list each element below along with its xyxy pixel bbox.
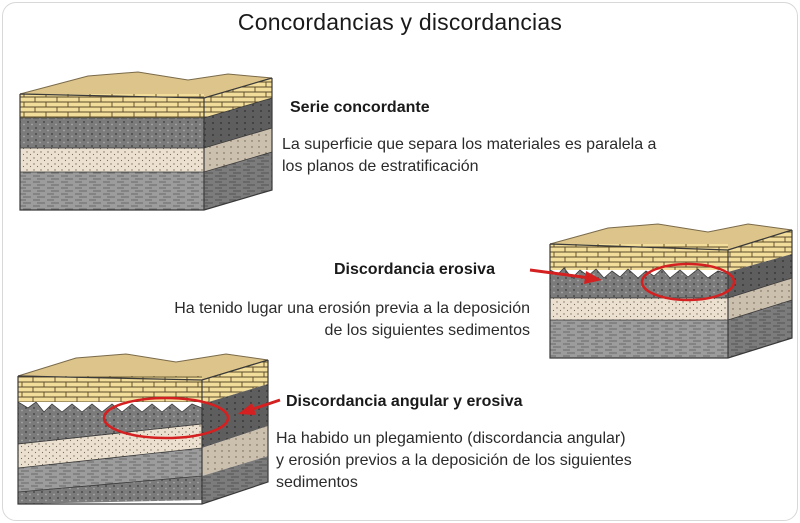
- description-concordant-series: La superficie que separa los materiales …: [282, 134, 656, 178]
- description-angular-erosive-unconformity: Ha habido un plegamiento (discordancia a…: [276, 428, 632, 494]
- description-line: y erosión previos a la deposición de los…: [276, 452, 632, 469]
- angular-erosion-highlight-ellipse: [102, 396, 230, 440]
- angular-erosive-unconformity-block: [17, 353, 269, 505]
- arrow-angular-erosive-unconformity: [238, 398, 281, 415]
- heading-angular-erosive-unconformity: Discordancia angular y erosiva: [286, 393, 523, 410]
- concordant-series-block: [19, 71, 273, 211]
- description-line: Ha tenido lugar una erosión previa a la …: [174, 300, 530, 317]
- page-title: Concordancias y discordancias: [237, 9, 563, 35]
- description-line: sedimentos: [276, 474, 358, 491]
- description-line: Ha habido un plegamiento (discordancia a…: [276, 430, 626, 447]
- description-line: La superficie que separa los materiales …: [282, 136, 657, 153]
- arrow-erosive-unconformity: [529, 268, 602, 284]
- erosive-unconformity-block: [549, 223, 793, 359]
- heading-erosive-unconformity: Discordancia erosiva: [334, 261, 495, 278]
- description-line: los planos de estratificación: [282, 158, 479, 175]
- heading-concordant-series: Serie concordante: [290, 99, 430, 116]
- erosion-highlight-ellipse: [640, 262, 736, 302]
- description-erosive-unconformity: Ha tenido lugar una erosión previa a la …: [106, 298, 530, 342]
- description-line: de los siguientes sedimentos: [324, 322, 530, 339]
